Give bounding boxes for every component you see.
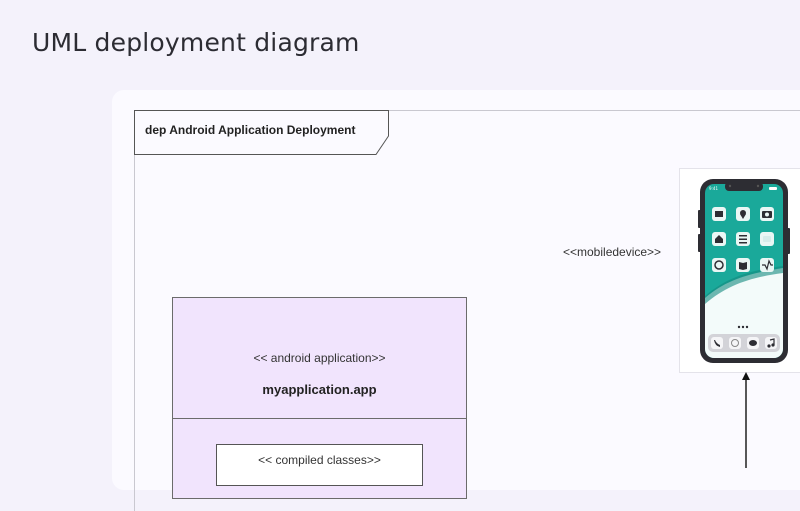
settings-icon — [712, 258, 726, 272]
svg-text:9:41: 9:41 — [709, 186, 718, 191]
message-icon — [747, 337, 759, 349]
mail-icon — [712, 207, 726, 221]
health-icon — [760, 258, 774, 272]
home-icon — [712, 232, 726, 246]
android-application-stereotype: << android application>> — [253, 351, 386, 365]
compass-icon — [729, 337, 741, 349]
page-title: UML deployment diagram — [32, 28, 360, 57]
android-application-name: myapplication.app — [262, 382, 377, 397]
deployment-frame — [134, 110, 800, 511]
camera-icon — [760, 207, 774, 221]
list-icon — [736, 232, 750, 246]
phone-icon — [711, 337, 723, 349]
book-icon — [736, 258, 750, 272]
phone-icon: 9:41 — [698, 179, 790, 363]
location-pin-icon — [736, 207, 750, 221]
app-node-divider — [172, 418, 467, 419]
music-icon — [765, 337, 777, 349]
folder-icon — [760, 232, 774, 246]
frame-label-tab — [134, 110, 389, 155]
deployment-connector-arrow[interactable] — [738, 370, 754, 468]
frame-label: dep Android Application Deployment — [145, 123, 356, 137]
compiled-classes-stereotype: << compiled classes>> — [258, 453, 381, 467]
mobile-device-stereotype: <<mobiledevice>> — [563, 245, 662, 259]
